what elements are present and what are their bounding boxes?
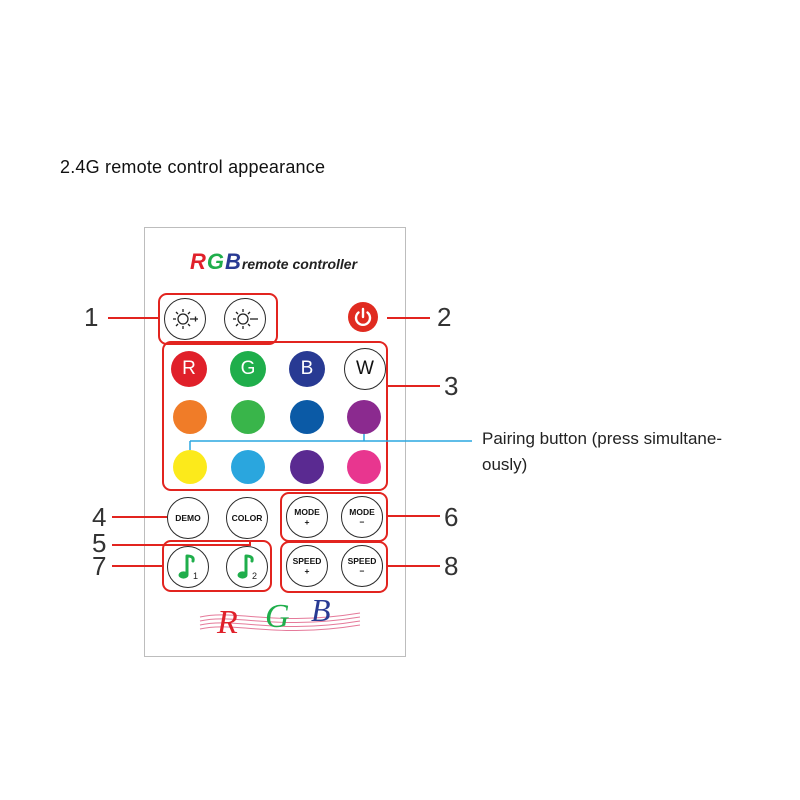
mode-plus-button[interactable]: MODE + bbox=[286, 496, 328, 538]
callout-7: 7 bbox=[92, 551, 107, 581]
music-2-button[interactable]: 2 bbox=[226, 546, 268, 588]
mode-minus-button[interactable]: MODE − bbox=[341, 496, 383, 538]
pairing-label-line-1: Pairing button (press simultane- bbox=[482, 429, 723, 448]
power-icon bbox=[354, 307, 372, 327]
brightness-up-button[interactable] bbox=[164, 298, 206, 340]
music-1-button[interactable]: 1 bbox=[167, 546, 209, 588]
pairing-label-line-2: ously) bbox=[482, 455, 528, 474]
brand-g: G bbox=[206, 249, 226, 274]
color-swatch-pink-button[interactable] bbox=[347, 450, 381, 484]
green-button-label: G bbox=[240, 358, 256, 379]
sun-plus-icon bbox=[173, 309, 198, 329]
logo-b: B bbox=[311, 595, 331, 628]
speed-minus-button[interactable]: SPEED − bbox=[341, 545, 383, 587]
blue-button[interactable]: B bbox=[289, 351, 325, 387]
color-swatch-green-button[interactable] bbox=[231, 400, 265, 434]
mode-plus-sign: + bbox=[304, 517, 310, 527]
brand-b: B bbox=[225, 249, 242, 274]
callout-2: 2 bbox=[437, 302, 452, 332]
music-note-1-icon: 1 bbox=[178, 554, 198, 581]
red-button-label: R bbox=[182, 358, 196, 379]
color-swatch-violet-button[interactable] bbox=[290, 450, 324, 484]
color-button-label: COLOR bbox=[231, 513, 263, 523]
callout-3: 3 bbox=[444, 371, 459, 401]
callout-5: 5 bbox=[92, 528, 107, 558]
page-title: 2.4G remote control appearance bbox=[60, 157, 326, 177]
demo-button[interactable]: DEMO bbox=[167, 497, 209, 539]
color-group-box bbox=[162, 341, 388, 491]
color-swatch-orange-button[interactable] bbox=[173, 400, 207, 434]
logo-g: G bbox=[265, 598, 290, 635]
rgb-music-logo: R G B bbox=[199, 595, 361, 641]
pairing-bracket-line bbox=[189, 434, 472, 450]
speed-plus-sign: + bbox=[304, 566, 310, 576]
speed-plus-button[interactable]: SPEED + bbox=[286, 545, 328, 587]
color-button[interactable]: COLOR bbox=[226, 497, 268, 539]
brand-logo: RGBremote controller bbox=[190, 249, 357, 275]
logo-r: R bbox=[216, 604, 238, 641]
power-button[interactable] bbox=[348, 302, 378, 332]
callout-4: 4 bbox=[92, 502, 107, 532]
green-button[interactable]: G bbox=[230, 351, 266, 387]
mode-minus-label: MODE bbox=[349, 507, 375, 517]
brand-r: R bbox=[190, 249, 207, 274]
brand-text: remote controller bbox=[241, 256, 358, 272]
pairing-label: Pairing button (press simultane- ously) bbox=[482, 426, 722, 478]
callout-6: 6 bbox=[444, 502, 459, 532]
speed-group-box bbox=[280, 541, 388, 593]
brightness-down-button[interactable] bbox=[224, 298, 266, 340]
music-1-sub: 1 bbox=[193, 571, 198, 581]
color-swatch-blue-button[interactable] bbox=[290, 400, 324, 434]
speed-minus-label: SPEED bbox=[347, 556, 377, 566]
color-swatch-yellow-button[interactable] bbox=[173, 450, 207, 484]
demo-button-label: DEMO bbox=[175, 513, 201, 523]
music-note-2-icon: 2 bbox=[237, 554, 257, 581]
blue-button-label: B bbox=[300, 358, 314, 379]
red-button[interactable]: R bbox=[171, 351, 207, 387]
color-swatch-cyan-button[interactable] bbox=[231, 450, 265, 484]
white-button[interactable]: W bbox=[344, 348, 386, 390]
mode-plus-label: MODE bbox=[294, 507, 320, 517]
music-2-sub: 2 bbox=[252, 571, 257, 581]
music-group-box bbox=[162, 540, 272, 592]
color-swatch-purple-button[interactable] bbox=[347, 400, 381, 434]
speed-plus-label: SPEED bbox=[292, 556, 322, 566]
callout-8: 8 bbox=[444, 551, 459, 581]
brightness-group-box bbox=[158, 293, 278, 345]
speed-minus-sign: − bbox=[359, 566, 365, 576]
callout-1: 1 bbox=[84, 302, 99, 332]
white-button-label: W bbox=[356, 358, 374, 379]
mode-minus-sign: − bbox=[359, 517, 365, 527]
sun-minus-icon bbox=[233, 309, 258, 329]
